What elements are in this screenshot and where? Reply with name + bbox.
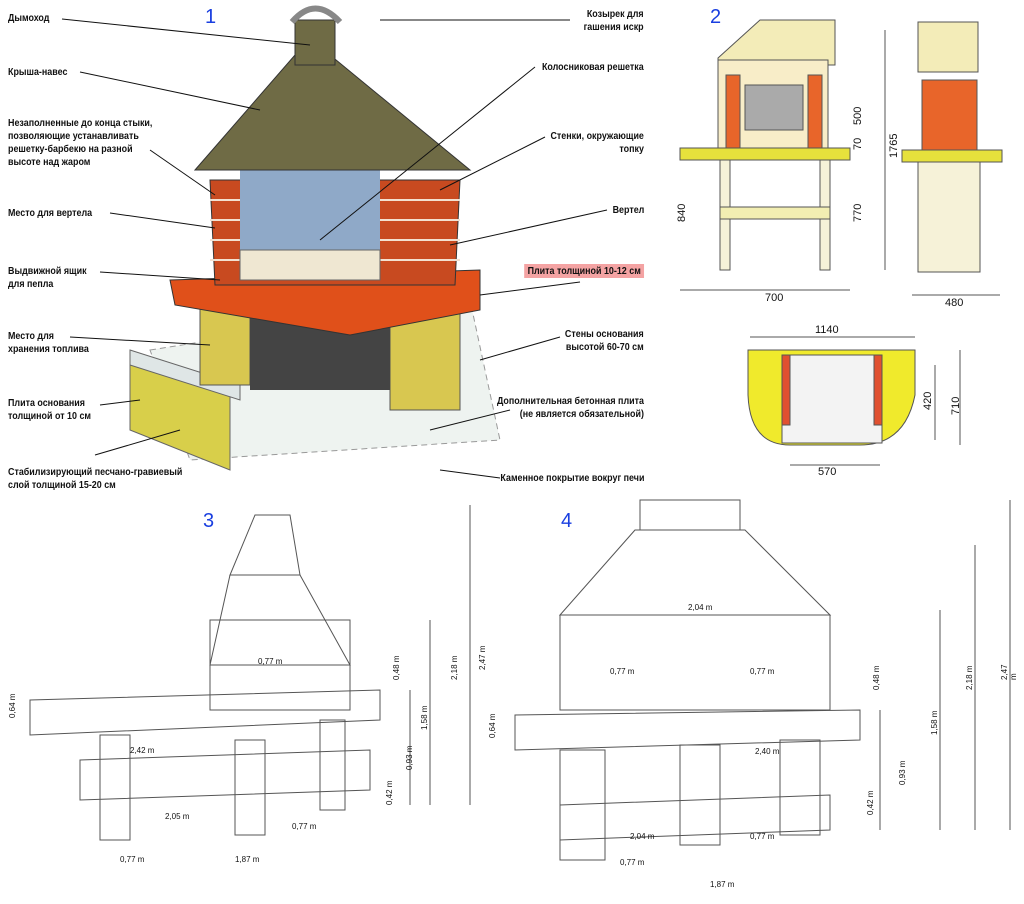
p3-dim-064: 0,64 m: [8, 693, 17, 718]
label-slab-thickness: Плита толщиной 10-12 см: [523, 264, 644, 278]
p4-dim-240: 2,40 m: [755, 747, 780, 756]
dim-70: 70: [852, 137, 864, 150]
p4-dim-077-b: 0,77 m: [750, 667, 775, 676]
highlighted-label: Плита толщиной 10-12 см: [523, 264, 644, 278]
p4-dim-064: 0,64 m: [488, 713, 497, 738]
p3-dim-205: 2,05 m: [165, 812, 190, 821]
label-unfilled-joints: Незаполненные до конца стыки, позволяющи…: [8, 117, 153, 168]
dim-1765: 1765: [888, 133, 900, 158]
p4-dim-077-d: 0,77 m: [620, 858, 645, 867]
label-sand-gravel-layer: Стабилизирующий песчано-гравиевый слой т…: [8, 466, 183, 491]
dim-700: 700: [765, 292, 784, 304]
p4-dim-218: 2,18 m: [965, 665, 974, 690]
panel-number-2: 2: [710, 6, 722, 28]
p3-dim-242: 2,42 m: [130, 746, 155, 755]
p4-dim-077-a: 0,77 m: [610, 667, 635, 676]
p3-dim-158: 1,58 m: [420, 705, 429, 730]
label-base-walls: Стены основания высотой 60-70 см: [565, 328, 644, 353]
panel-number-4: 4: [561, 510, 573, 532]
dim-710: 710: [950, 396, 962, 415]
p4-dim-048: 0,48 m: [872, 665, 881, 690]
p4-dim-042: 0,42 m: [866, 790, 875, 815]
dim-480: 480: [945, 297, 964, 309]
p4-dim-204-top: 2,04 m: [688, 603, 713, 612]
label-ash-drawer: Выдвижной ящик для пепла: [8, 265, 87, 290]
p3-dim-187: 1,87 m: [235, 855, 260, 864]
panel1-leader-lines: [61, 18, 608, 479]
dim-840: 840: [676, 203, 688, 222]
p4-dim-093: 0,93 m: [898, 760, 907, 785]
panel-number-1: 1: [205, 6, 217, 28]
p3-dim-042: 0,42 m: [385, 780, 394, 805]
label-spit-place: Место для вертела: [8, 207, 93, 219]
panel2-drawings: [679, 19, 1003, 466]
panel-number-3: 3: [203, 510, 215, 532]
p3-dim-077-b: 0,77 m: [120, 855, 145, 864]
dim-570: 570: [818, 466, 837, 478]
panel1-illustration: [129, 5, 501, 471]
p4-dim-077-c: 0,77 m: [750, 832, 775, 841]
p3-dim-048: 0,48 m: [392, 655, 401, 680]
p3-dim-077-a: 0,77 m: [292, 822, 317, 831]
dim-500: 500: [852, 106, 864, 125]
label-spit: Вертел: [612, 204, 644, 216]
p4-dim-247: 2,47 m: [1000, 664, 1018, 680]
label-firebox-walls: Стенки, окружающие топку: [550, 130, 644, 155]
label-grate: Колосниковая решетка: [542, 61, 644, 73]
label-stone-paving: Каменное покрытие вокруг печи: [499, 472, 644, 484]
label-extra-concrete-slab: Дополнительная бетонная плита (не являет…: [497, 395, 644, 420]
label-base-slab: Плита основания толщиной от 10 см: [8, 397, 92, 422]
p4-dim-204: 2,04 m: [630, 832, 655, 841]
label-spark-visor: Козырек для гашения искр: [583, 8, 644, 33]
dim-420: 420: [922, 391, 934, 410]
dim-1140: 1140: [815, 324, 839, 336]
p3-dim-093: 0,93 m: [405, 745, 414, 770]
p4-dim-187: 1,87 m: [710, 880, 735, 889]
label-chimney: Дымоход: [8, 12, 50, 24]
p3-dim-247: 2,47 m: [478, 645, 487, 670]
p4-dim-158: 1,58 m: [930, 710, 939, 735]
p3-dim-218: 2,18 m: [450, 655, 459, 680]
label-roof: Крыша-навес: [8, 66, 68, 78]
panel3-drawing: [29, 514, 381, 841]
p3-dim-top-width: 0,77 m: [258, 657, 283, 666]
dim-770: 770: [852, 203, 864, 222]
panel4-drawing: [514, 499, 1011, 861]
label-fuel-storage: Место для хранения топлива: [8, 330, 89, 355]
